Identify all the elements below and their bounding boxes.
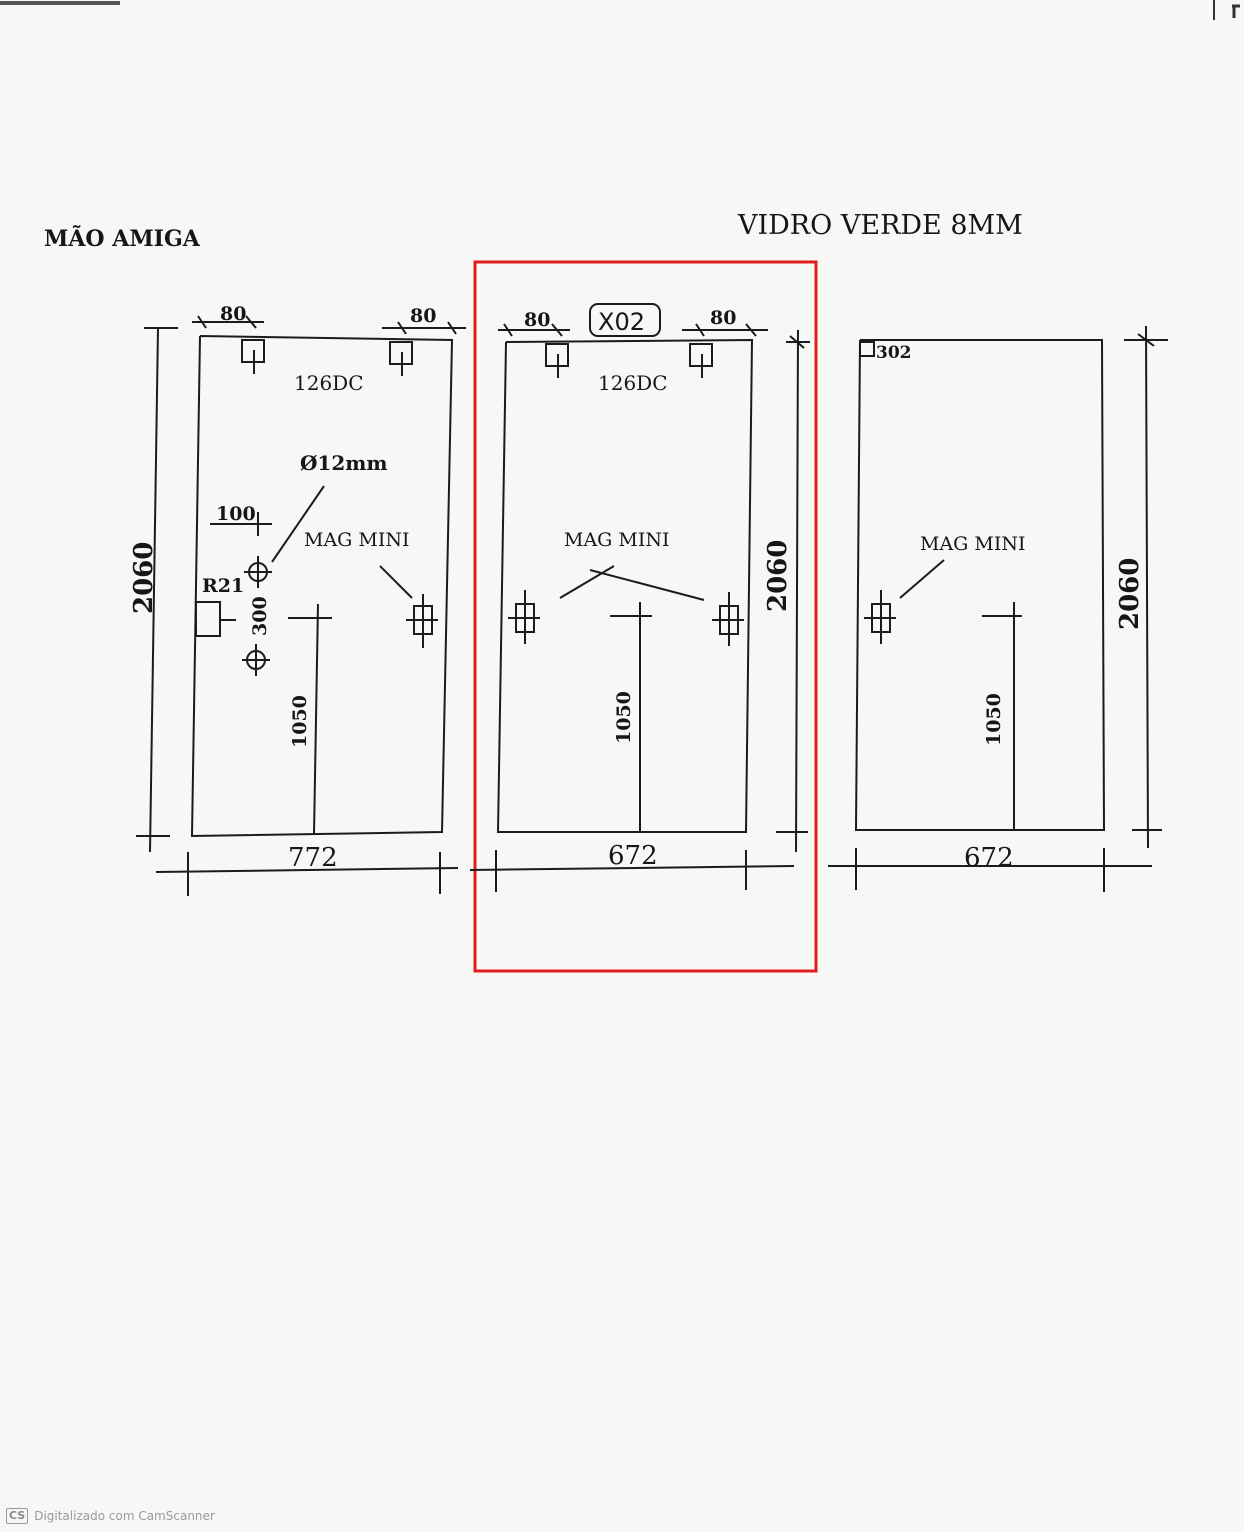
- panel-3-height: 2060: [1115, 558, 1145, 630]
- glass-panel-3: 302 2060 672 MAG MINI 1050: [828, 325, 1168, 892]
- panel-1-handle-hole-bottom: [242, 644, 270, 676]
- panel-2-height: 2060: [763, 540, 793, 612]
- panel-1-hole-diameter: Ø12mm: [300, 451, 388, 475]
- panel-1-hinge-offset-left: 80: [220, 303, 246, 325]
- panel-2-hinge-right: [689, 343, 713, 378]
- panel-2-lock-label: MAG MINI: [564, 529, 669, 551]
- client-name: MÃO AMIGA: [44, 225, 201, 252]
- panel-2-tag-box: [589, 303, 661, 337]
- scanner-footer-text: Digitalizado com CamScanner: [34, 1509, 215, 1523]
- panel-1-lock-height: 1050: [289, 695, 311, 748]
- panel-1-lock-label: MAG MINI: [304, 529, 409, 551]
- panel-1-hinge-right: [389, 341, 413, 376]
- panel-1-height: 2060: [129, 542, 159, 614]
- panel-2-outline: [496, 338, 754, 833]
- panel-1-hinge-offset-right: 80: [410, 305, 436, 327]
- panel-3-lock-height: 1050: [983, 693, 1005, 746]
- panel-3-lock-label: MAG MINI: [920, 533, 1025, 555]
- panel-2-hinge-model: 126DC: [598, 371, 668, 395]
- panel-1-handle-hole-top: [244, 556, 272, 588]
- glass-panel-2: 2060 672 80 80 X02 126DC MAG MINI: [469, 303, 810, 892]
- panel-1-handle-spacing: 300: [249, 596, 271, 636]
- camscanner-logo-icon: CS: [6, 1508, 29, 1524]
- panel-1-handle-model: R21: [202, 575, 244, 597]
- panel-3-width: 672: [964, 843, 1014, 873]
- panel-3-lock-symbol: [864, 590, 896, 644]
- panel-1-width: 772: [288, 843, 338, 873]
- panel-2-tag: X02: [598, 308, 645, 336]
- panel-1-hinge-left: [241, 339, 265, 374]
- panel-1-lock-symbol: [406, 594, 438, 648]
- panel-3-corner-notch: [859, 341, 875, 357]
- panel-3-outline: [854, 339, 1106, 831]
- scan-edge-marks: [0, 0, 1240, 20]
- panel-1-edge-offset: 100: [216, 503, 256, 525]
- panel-2-lock-height: 1050: [613, 691, 635, 744]
- panel-3-corner-code: 302: [876, 343, 912, 363]
- panel-2-width: 672: [608, 841, 658, 871]
- highlight-box: [473, 260, 818, 973]
- panel-2-hinge-offset-right: 80: [710, 307, 736, 329]
- panel-1-handle-cutout: [195, 601, 221, 637]
- scanner-footer: CS Digitalizado com CamScanner: [6, 1506, 215, 1526]
- panel-1-hinge-model: 126DC: [294, 371, 364, 395]
- panel-2-lock-symbol-left: [508, 590, 540, 644]
- panel-2-hinge-left: [545, 343, 569, 378]
- panel-2-hinge-offset-left: 80: [524, 309, 550, 331]
- material-spec: VIDRO VERDE 8MM: [737, 210, 1023, 241]
- glass-panel-1: 2060 772 80 80 126DC Ø12mm 100: [129, 303, 466, 896]
- panel-2-lock-symbol-right: [712, 592, 744, 646]
- panel-1-outline: [190, 335, 454, 838]
